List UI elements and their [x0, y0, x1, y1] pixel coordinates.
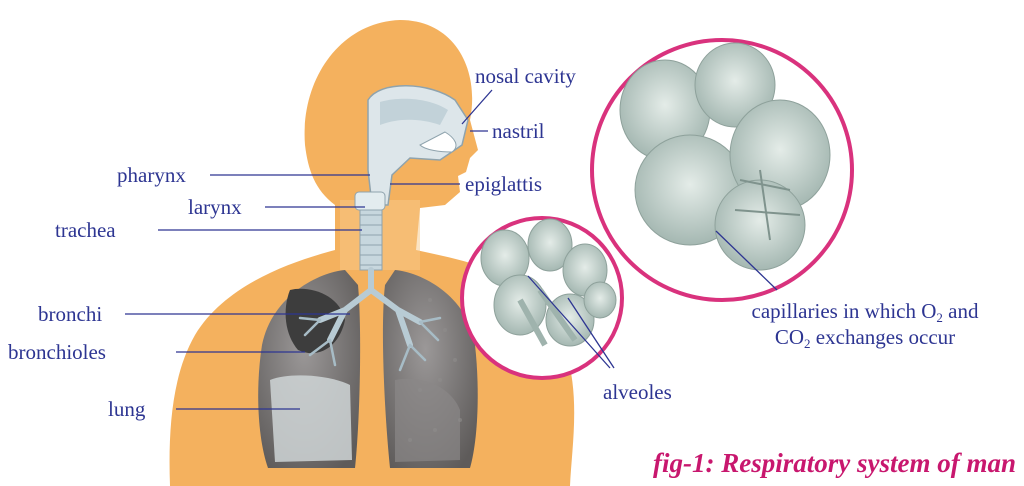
label-nastril: nastril	[492, 119, 545, 143]
label-lung: lung	[108, 397, 145, 421]
label-pharynx: pharynx	[117, 163, 186, 187]
trachea-tube	[355, 192, 385, 270]
figure-caption: fig-1: Respiratory system of man	[653, 448, 1016, 479]
label-alveoles: alveoles	[603, 380, 672, 404]
capillaries-line-1: capillaries in which O2 and	[710, 298, 1020, 324]
label-bronchioles: bronchioles	[8, 340, 106, 364]
label-trachea: trachea	[55, 218, 116, 242]
label-larynx: larynx	[188, 195, 242, 219]
capillaries-line-2: CO2 exchanges occur	[710, 324, 1020, 350]
label-capillaries: capillaries in which O2 and CO2 exchange…	[710, 298, 1020, 350]
label-epiglattis: epiglattis	[465, 172, 542, 196]
capillary-magnifier	[592, 40, 852, 300]
label-nosal-cavity: nosal cavity	[475, 64, 576, 88]
label-bronchi: bronchi	[38, 302, 102, 326]
